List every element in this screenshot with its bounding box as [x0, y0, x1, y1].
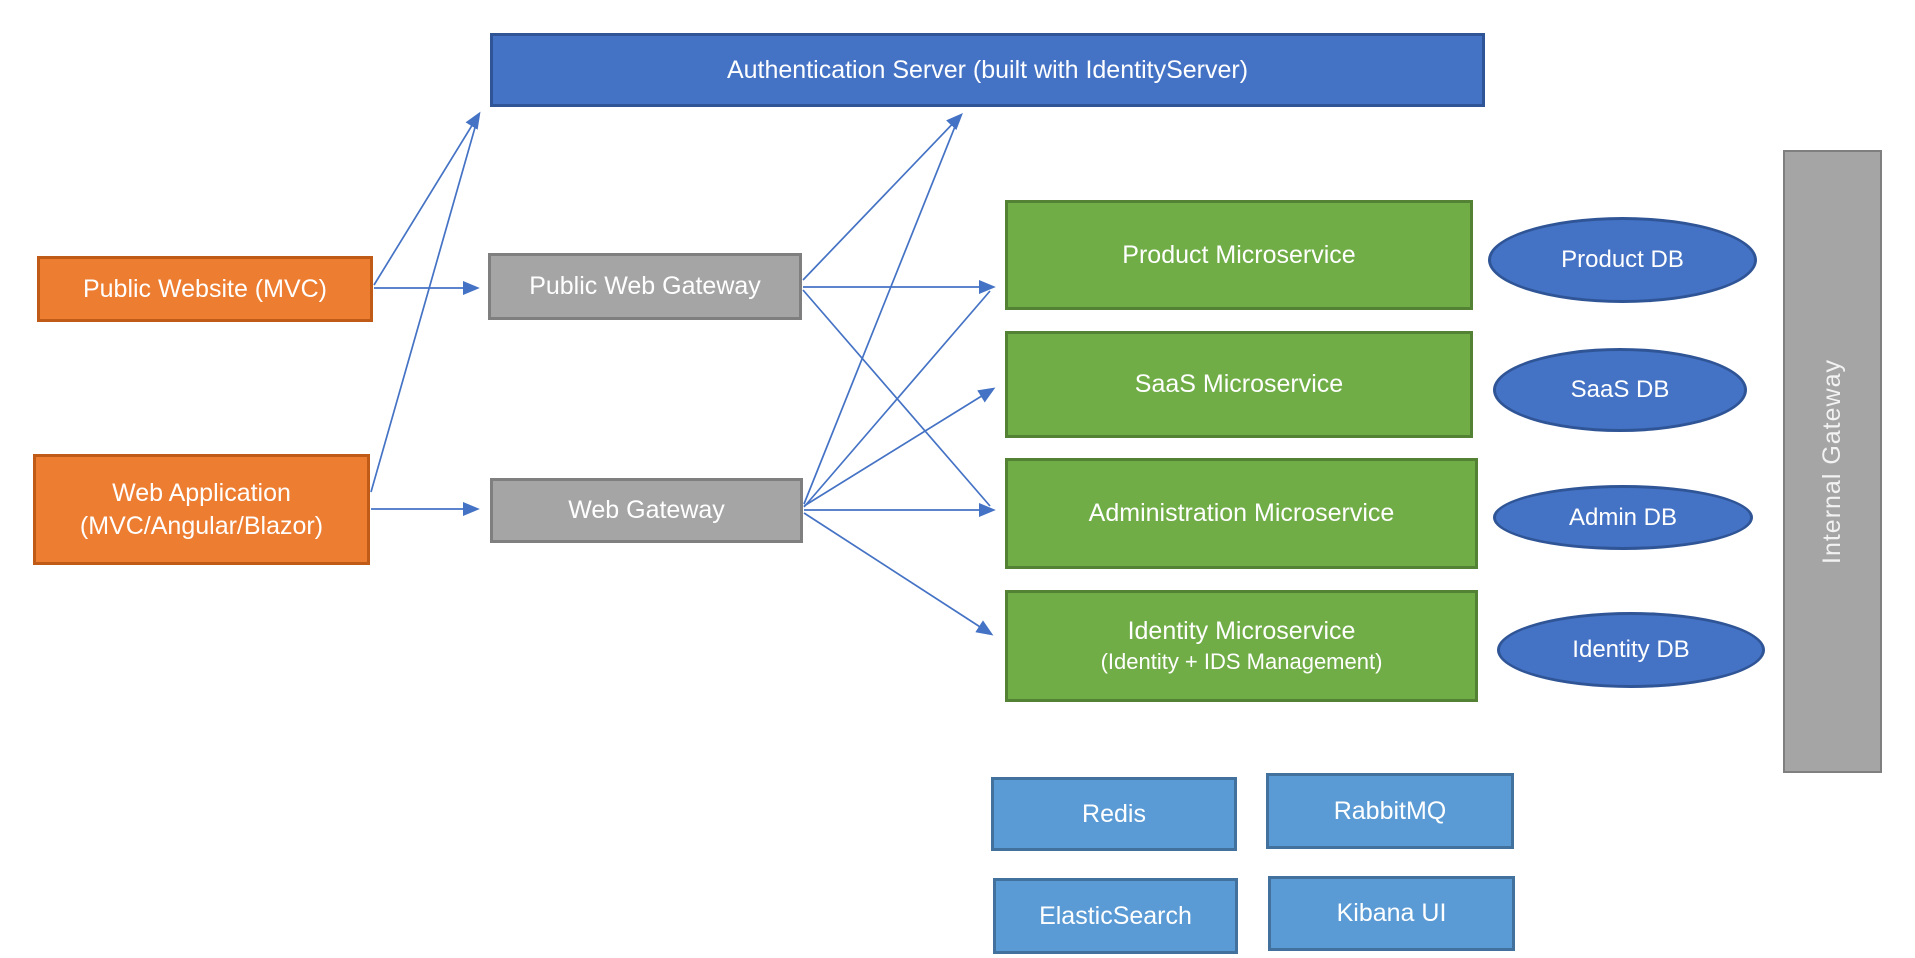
public-web-gateway-label: Public Web Gateway [529, 272, 761, 301]
saas-db-label: SaaS DB [1570, 376, 1670, 404]
public-website-box: Public Website (MVC) [37, 256, 373, 322]
elasticsearch-box: ElasticSearch [993, 878, 1238, 954]
product-db-ellipse: Product DB [1488, 217, 1757, 303]
kibana-ui-box: Kibana UI [1268, 876, 1515, 951]
identity-db-ellipse: Identity DB [1497, 612, 1765, 688]
edge-public-website-to-auth-server [373, 111, 481, 286]
administration-microservice-box: Administration Microservice [1005, 458, 1478, 569]
identity-microservice-label-line1: Identity Microservice [1127, 617, 1356, 646]
auth-server-box: Authentication Server (built with Identi… [490, 33, 1485, 107]
identity-microservice-label-line2: (Identity + IDS Management) [1100, 648, 1383, 674]
product-db-label: Product DB [1561, 246, 1684, 274]
public-website-label: Public Website (MVC) [82, 274, 328, 303]
kibana-ui-label: Kibana UI [1336, 899, 1447, 928]
redis-box: Redis [991, 777, 1237, 851]
admin-db-label: Admin DB [1568, 503, 1678, 531]
administration-microservice-label: Administration Microservice [1088, 499, 1395, 528]
web-gateway-box: Web Gateway [490, 478, 803, 543]
edge-web-gateway-to-identity-ms [803, 512, 994, 636]
product-microservice-box: Product Microservice [1005, 200, 1473, 310]
saas-microservice-label: SaaS Microservice [1134, 370, 1344, 399]
edge-public-web-gateway-to-admin-ms [802, 289, 991, 507]
edge-web-gateway-to-auth-server [803, 118, 959, 505]
saas-db-ellipse: SaaS DB [1493, 348, 1747, 432]
saas-microservice-box: SaaS Microservice [1005, 331, 1473, 438]
edge-public-web-gateway-to-auth-server [802, 112, 963, 281]
elasticsearch-label: ElasticSearch [1039, 901, 1192, 930]
redis-label: Redis [1082, 799, 1146, 828]
auth-server-label: Authentication Server (built with Identi… [726, 55, 1249, 84]
internal-gateway-label: Internal Gateway [1818, 359, 1847, 564]
product-microservice-label: Product Microservice [1122, 240, 1356, 269]
admin-db-ellipse: Admin DB [1493, 485, 1753, 550]
web-gateway-label: Web Gateway [568, 496, 725, 525]
web-application-box: Web Application (MVC/Angular/Blazor) [33, 454, 370, 565]
rabbitmq-box: RabbitMQ [1266, 773, 1514, 849]
internal-gateway-bar: Internal Gateway [1783, 150, 1882, 773]
edge-web-gateway-to-saas-ms [803, 387, 996, 507]
identity-db-label: Identity DB [1572, 636, 1690, 664]
rabbitmq-label: RabbitMQ [1333, 796, 1447, 825]
public-web-gateway-box: Public Web Gateway [488, 253, 802, 320]
edge-web-application-to-auth-server [370, 116, 479, 493]
web-application-label-line1: Web Application [112, 479, 291, 507]
web-application-label-line2: (MVC/Angular/Blazor) [79, 511, 324, 540]
identity-microservice-box: Identity Microservice (Identity + IDS Ma… [1005, 590, 1478, 702]
